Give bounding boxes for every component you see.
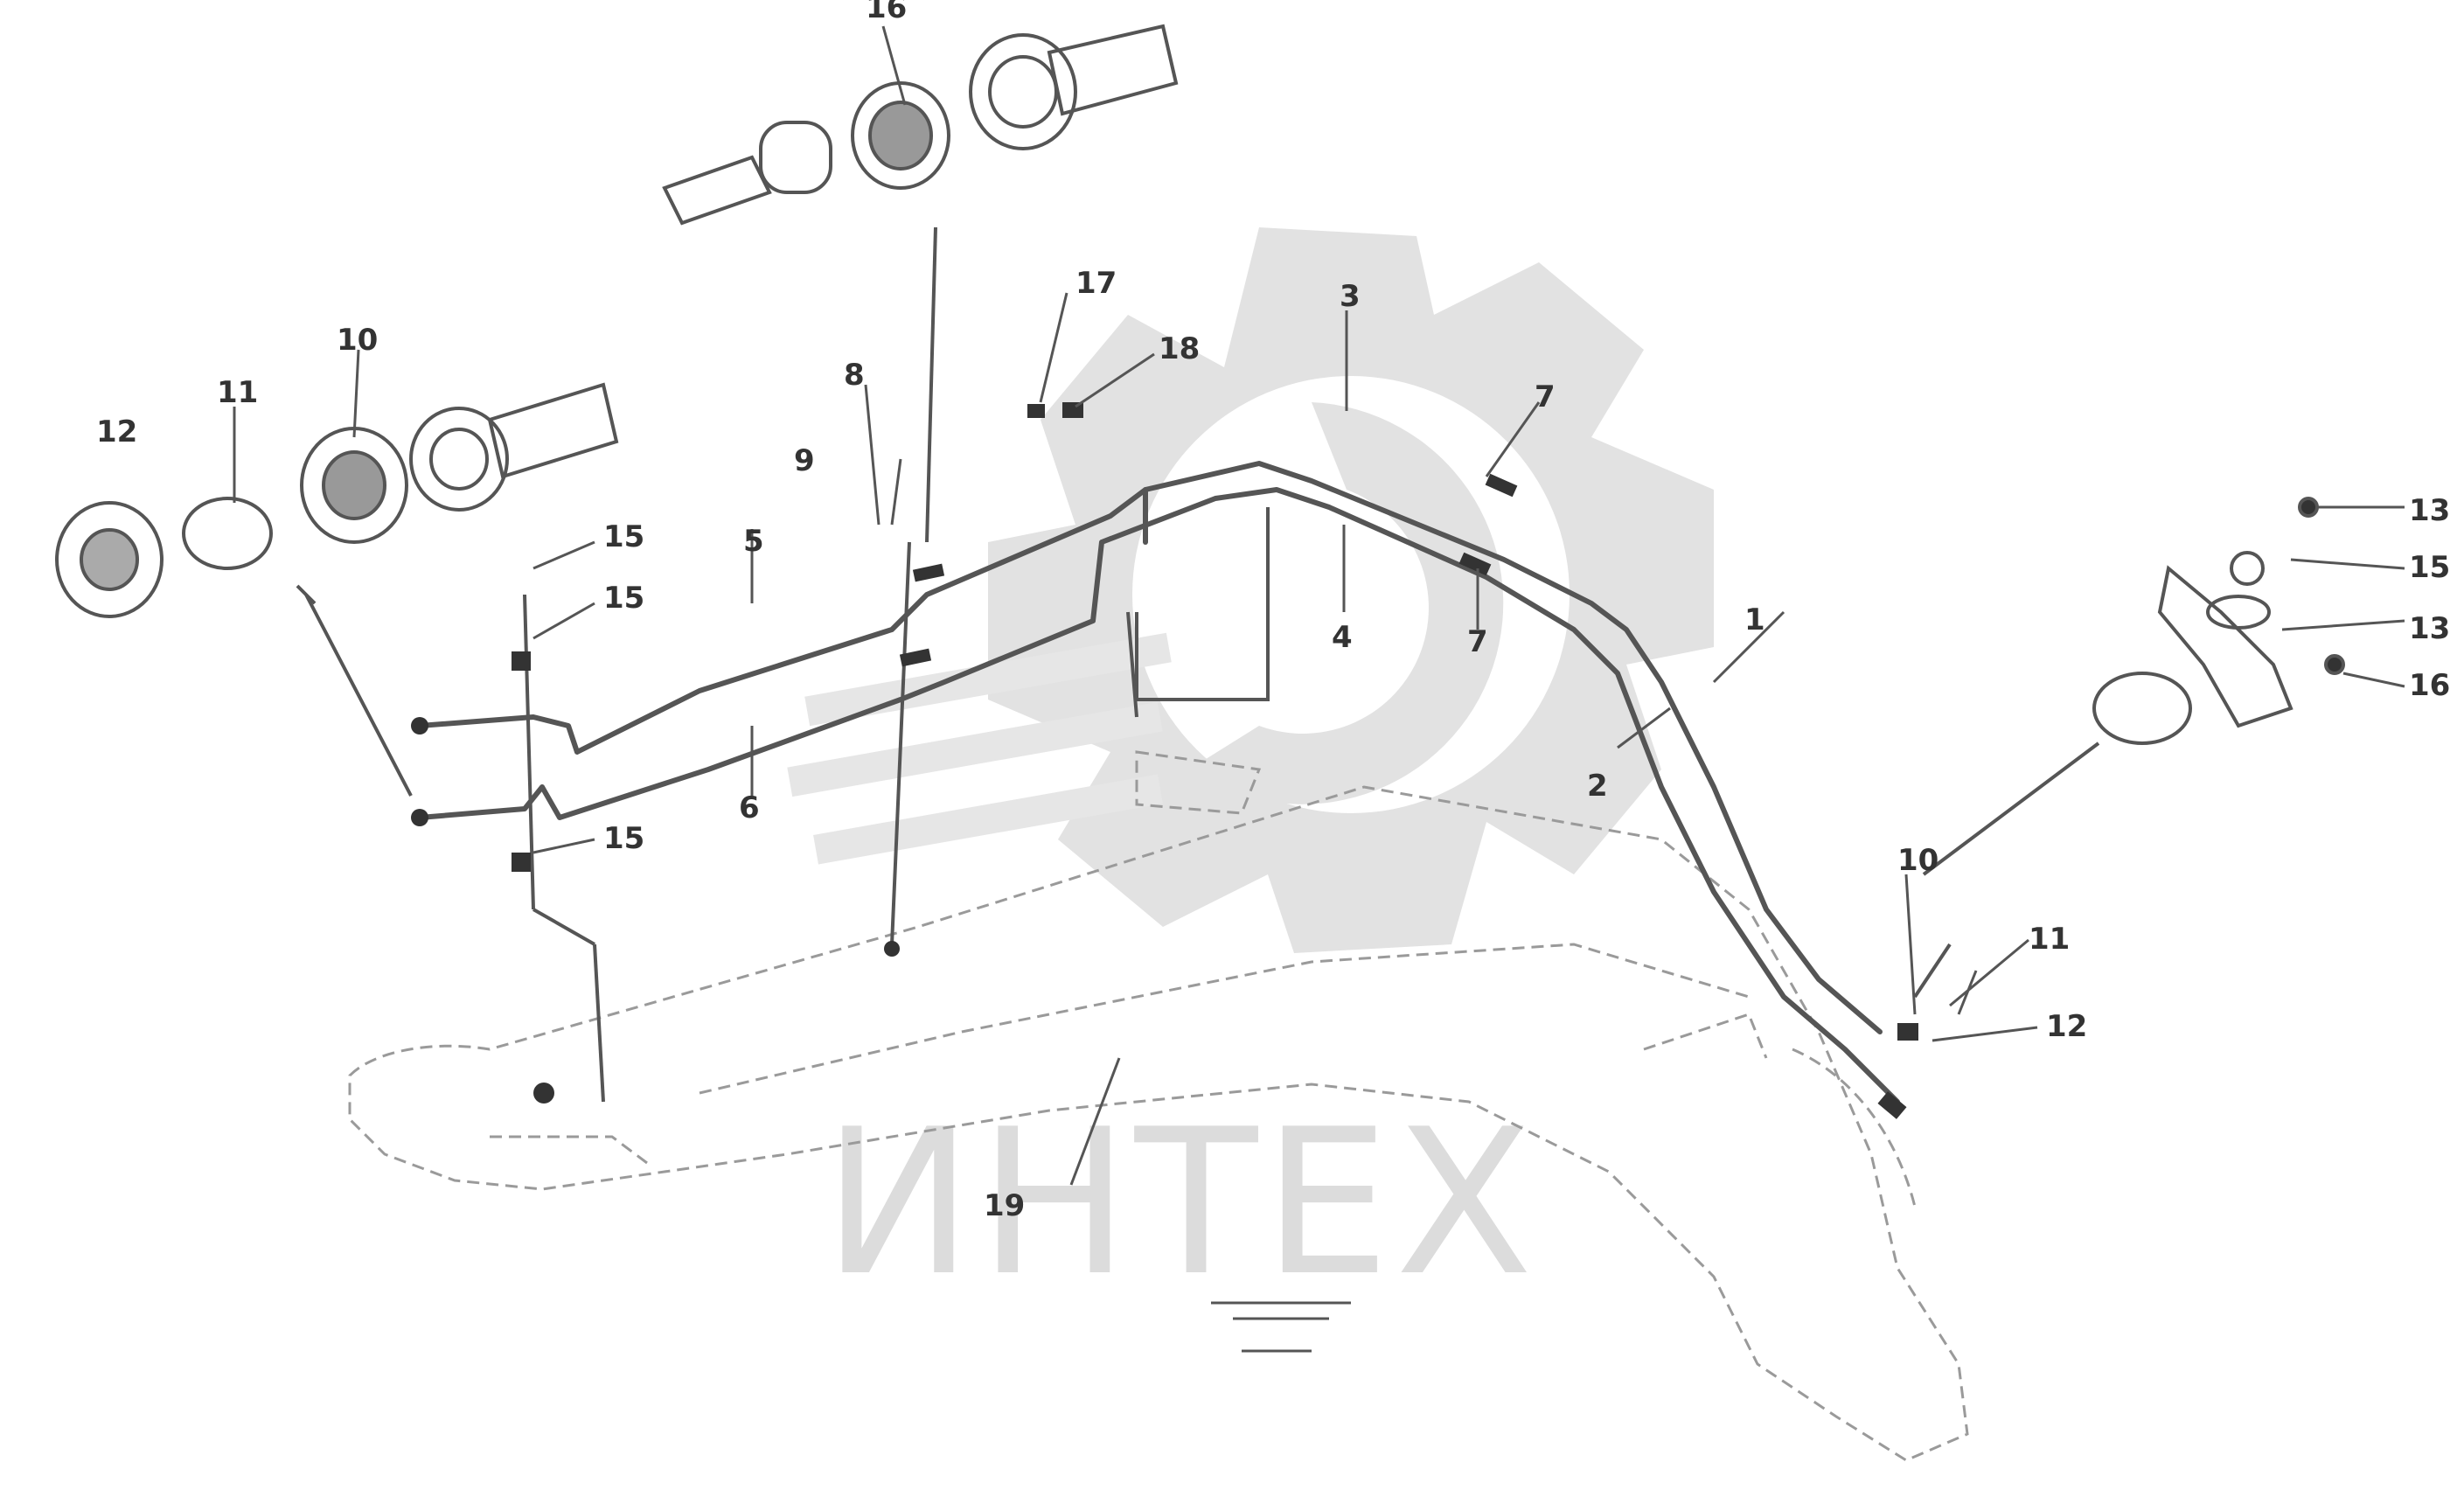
- watermark: ИНТЕХ: [787, 227, 1714, 1320]
- drawing-reference: [1211, 1301, 1351, 1353]
- callout-6: 6: [739, 790, 760, 825]
- callout-7b: 7: [1467, 624, 1488, 659]
- callout-leaders: [233, 25, 2405, 1186]
- callout-9: 9: [794, 443, 815, 478]
- gear-icon: [787, 227, 1714, 953]
- boom-outline: [348, 750, 1969, 1462]
- callout-12a: 12: [96, 414, 137, 449]
- callout-16b: 16: [866, 0, 907, 25]
- callout-11a: 11: [217, 375, 258, 410]
- pipe-fittings: [411, 402, 1918, 1119]
- callout-1: 1: [1744, 602, 1765, 637]
- callout-2: 2: [1587, 769, 1608, 804]
- coupling-assembly-right: [2092, 497, 2345, 745]
- coupling-assembly-left: [55, 382, 619, 618]
- callout-3: 3: [1340, 279, 1361, 314]
- callout-19: 19: [984, 1188, 1025, 1223]
- callout-15b: 15: [603, 581, 644, 616]
- callout-15a: 15: [603, 519, 644, 554]
- hydraulic-lines: [417, 461, 1900, 1104]
- callout-15d: 15: [2409, 550, 2450, 585]
- callout-8: 8: [844, 358, 865, 393]
- callout-16a: 16: [2409, 668, 2450, 703]
- callout-4: 4: [1332, 620, 1353, 655]
- callout-18: 18: [1159, 331, 1200, 366]
- callout-5: 5: [743, 524, 764, 559]
- callout-labels: 1 2 3 4 5 6 7 7 8 9 10 10 11 11 12 12 13…: [96, 0, 2450, 1223]
- rods: [296, 226, 2100, 1103]
- watermark-text: ИНТЕХ: [823, 1087, 1538, 1320]
- callout-7a: 7: [1535, 379, 1556, 414]
- callout-12b: 12: [2046, 1009, 2087, 1044]
- callout-13a: 13: [2409, 493, 2450, 528]
- callout-13b: 13: [2409, 611, 2450, 646]
- callout-10a: 10: [337, 323, 378, 358]
- callout-10b: 10: [1897, 843, 1938, 878]
- coupling-assembly-top: [662, 24, 1179, 226]
- callout-15c: 15: [603, 821, 644, 856]
- callout-11b: 11: [2029, 922, 2070, 957]
- callout-17: 17: [1075, 266, 1117, 301]
